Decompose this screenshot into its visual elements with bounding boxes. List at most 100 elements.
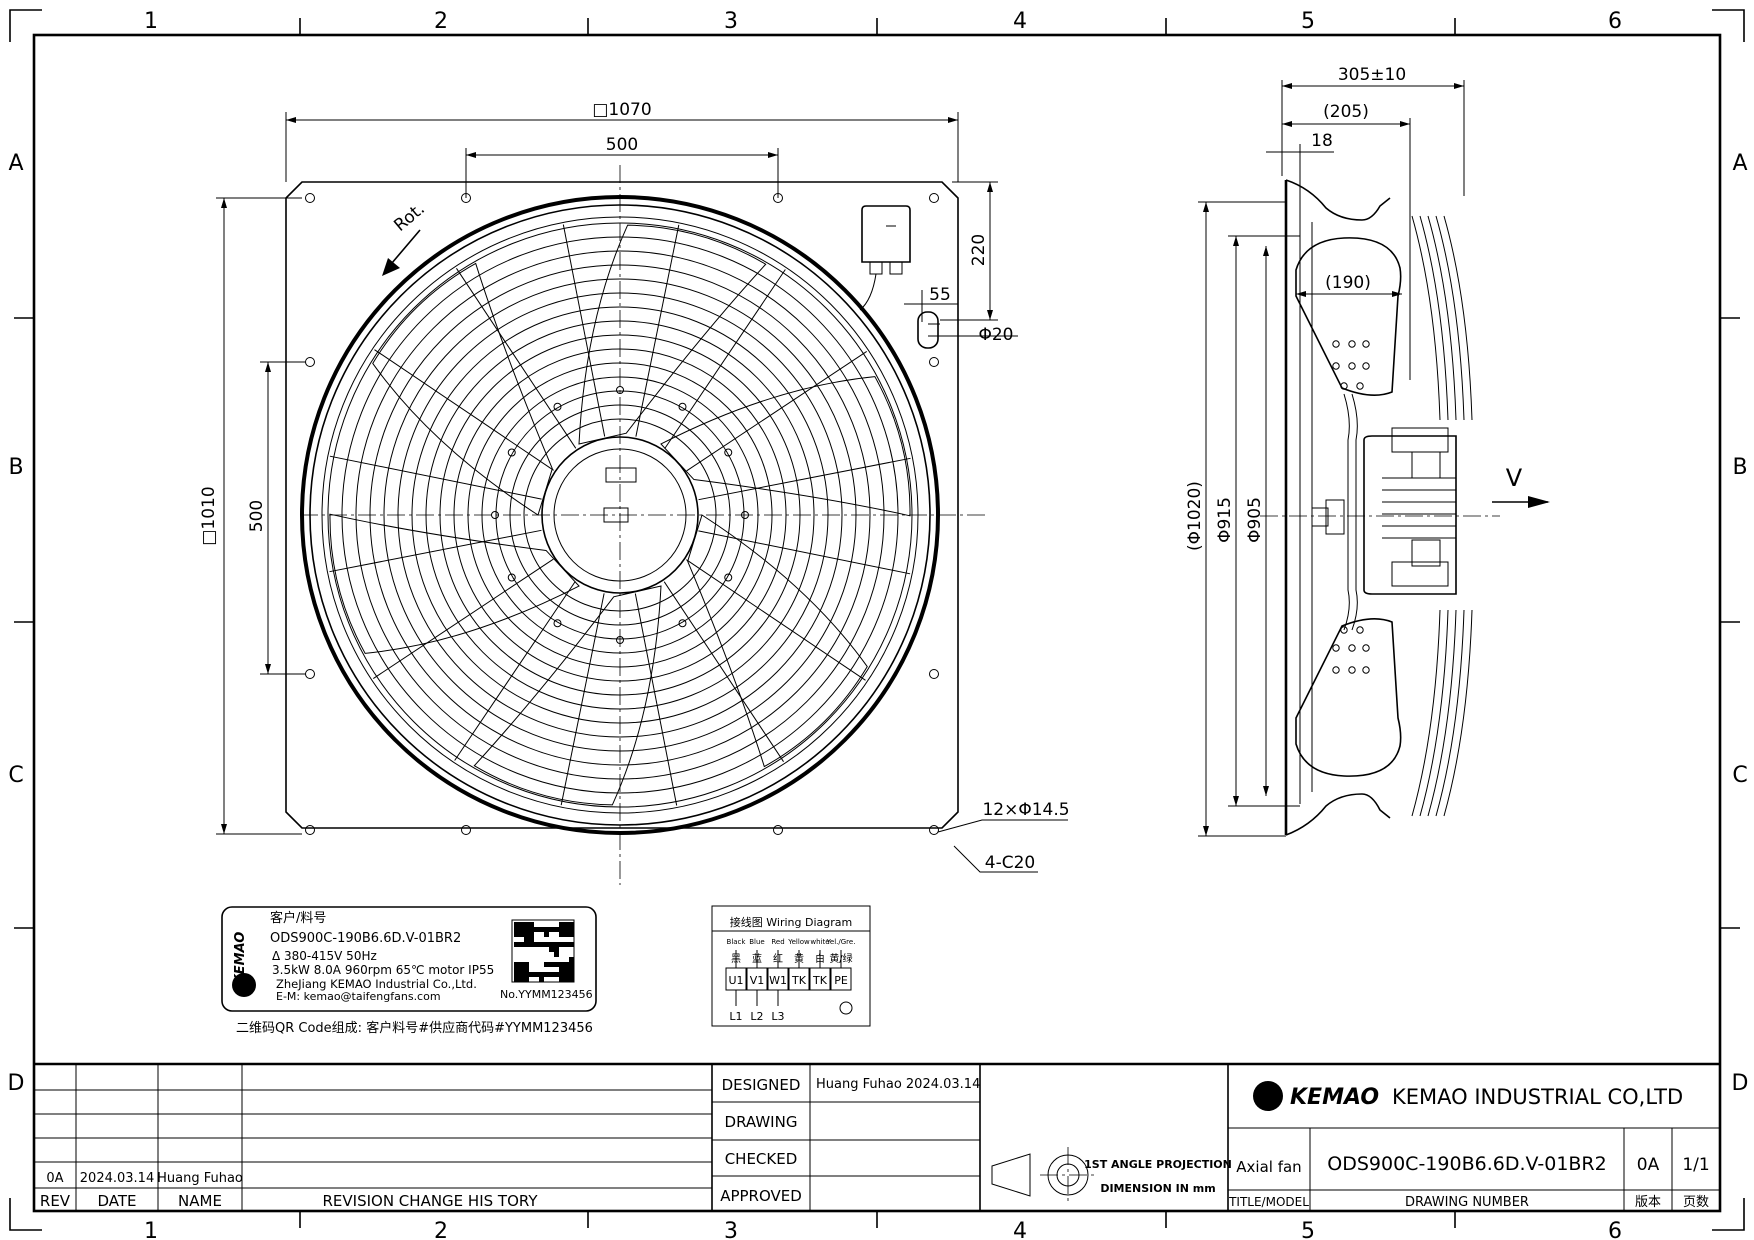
fan-blade bbox=[660, 376, 911, 517]
company-name: KEMAO INDUSTRIAL CO,LTD bbox=[1392, 1085, 1683, 1109]
drawing-frame: 1 2 3 4 5 6 1 2 3 4 5 6 A B C D A B C D bbox=[8, 9, 1749, 1240]
qr-module bbox=[529, 972, 534, 977]
rotation-label: Rot. bbox=[390, 199, 429, 236]
role-approved: APPROVED bbox=[720, 1187, 802, 1205]
qr-module bbox=[549, 962, 554, 967]
row-label: A bbox=[1732, 151, 1747, 176]
qr-module bbox=[514, 942, 519, 947]
guard-spoke bbox=[663, 581, 784, 762]
label-drawing-number: DRAWING NUMBER bbox=[1405, 1195, 1529, 1210]
qr-module bbox=[519, 922, 524, 927]
dim-depth-205: (205) bbox=[1323, 102, 1369, 122]
motor-side bbox=[1311, 427, 1457, 595]
qr-module bbox=[524, 932, 529, 937]
qr-module bbox=[549, 942, 554, 947]
terminal-label: U1 bbox=[728, 974, 743, 987]
hub-bolt-hole bbox=[553, 619, 562, 628]
row-label: B bbox=[8, 455, 23, 480]
nameplate-email: E-M: kemao@taifengfans.com bbox=[276, 990, 441, 1003]
rivet bbox=[1340, 382, 1348, 390]
qr-module bbox=[539, 942, 544, 947]
qr-module bbox=[564, 977, 569, 982]
qr-module bbox=[544, 932, 549, 937]
nameplate-logo-icon bbox=[232, 973, 256, 997]
dim-flange: 18 bbox=[1311, 131, 1333, 151]
company-logo-icon bbox=[1253, 1081, 1283, 1111]
supply-line-label: L1 bbox=[729, 1010, 742, 1023]
terminal-box bbox=[859, 205, 911, 311]
qr-module bbox=[559, 922, 564, 927]
guard-wire bbox=[1419, 215, 1449, 817]
rev-value: 0A bbox=[46, 1171, 63, 1186]
column-label: 4 bbox=[1013, 9, 1027, 34]
hub-bolt-hole bbox=[491, 511, 499, 519]
side-view: V 305±10 (205) 18 (190) (Φ1020) bbox=[1185, 65, 1550, 837]
qr-module bbox=[534, 927, 539, 932]
mounting-hole bbox=[929, 193, 939, 203]
qr-module bbox=[564, 972, 569, 977]
qr-module bbox=[564, 932, 569, 937]
rivet bbox=[1356, 382, 1364, 390]
qr-module bbox=[569, 927, 574, 932]
nameplate-company: ZheJiang KEMAO Industrial Co.,Ltd. bbox=[276, 977, 477, 991]
row-label: A bbox=[8, 151, 23, 176]
qr-module bbox=[524, 942, 529, 947]
row-label: D bbox=[1732, 1071, 1749, 1096]
mounting-hole bbox=[305, 825, 315, 835]
rivet bbox=[1356, 626, 1364, 634]
qr-module bbox=[554, 942, 559, 947]
wire-color-en: white bbox=[810, 938, 829, 946]
dim-pin-dia: Φ20 bbox=[978, 325, 1013, 345]
qr-module bbox=[569, 932, 574, 937]
dim-depth-190: (190) bbox=[1325, 273, 1371, 293]
guard-wire bbox=[1435, 215, 1465, 817]
label-title-model: TITLE/MODEL bbox=[1228, 1195, 1309, 1209]
blade-rivets bbox=[1332, 340, 1370, 674]
qr-module bbox=[544, 972, 549, 977]
qr-module bbox=[554, 972, 559, 977]
qr-module bbox=[514, 927, 519, 932]
nameplate-customer: 客户/料号 bbox=[270, 910, 326, 926]
qr-module bbox=[524, 937, 529, 942]
qr-module bbox=[554, 927, 559, 932]
mounting-hole bbox=[929, 357, 939, 367]
qr-module bbox=[524, 962, 529, 967]
qr-module bbox=[559, 932, 564, 937]
rev-date: 2024.03.14 bbox=[80, 1171, 154, 1186]
wire-color-en: Yellow bbox=[787, 938, 810, 946]
qr-module bbox=[514, 977, 519, 982]
page-value: 1/1 bbox=[1682, 1155, 1709, 1175]
qr-module bbox=[524, 967, 529, 972]
qr-module bbox=[514, 932, 519, 937]
terminal-label: TK bbox=[812, 974, 828, 987]
row-label: C bbox=[1732, 763, 1747, 788]
hub-bolt-hole bbox=[678, 402, 687, 411]
rivet bbox=[1362, 644, 1370, 652]
qr-module bbox=[524, 972, 529, 977]
qr-module bbox=[544, 942, 549, 947]
guard-spoke bbox=[374, 349, 554, 471]
qr-module bbox=[569, 977, 574, 982]
column-label: 2 bbox=[434, 9, 448, 34]
rivet bbox=[1362, 666, 1370, 674]
column-label: 1 bbox=[144, 1219, 158, 1240]
nameplate-logo-text: KEMAO bbox=[233, 932, 248, 985]
qr-module bbox=[569, 962, 574, 967]
qr-module bbox=[559, 972, 564, 977]
rivet bbox=[1362, 362, 1370, 370]
role-designed: DESIGNED bbox=[722, 1076, 801, 1094]
qr-module bbox=[529, 927, 534, 932]
terminal-label: PE bbox=[834, 974, 848, 987]
qr-module bbox=[539, 977, 544, 982]
nameplate-voltage: Δ 380-415V 50Hz bbox=[272, 949, 377, 963]
column-label: 5 bbox=[1301, 1219, 1315, 1240]
column-label: 6 bbox=[1608, 1219, 1622, 1240]
qr-module bbox=[544, 962, 549, 967]
guard-spoke bbox=[560, 593, 605, 806]
wire-color-en: Red bbox=[771, 938, 784, 946]
earth-icon bbox=[839, 1001, 853, 1015]
airflow-label: V bbox=[1506, 464, 1523, 492]
guard-spoke bbox=[686, 559, 866, 681]
guard-spoke bbox=[454, 581, 576, 761]
airflow-arrow: V bbox=[1492, 464, 1550, 508]
